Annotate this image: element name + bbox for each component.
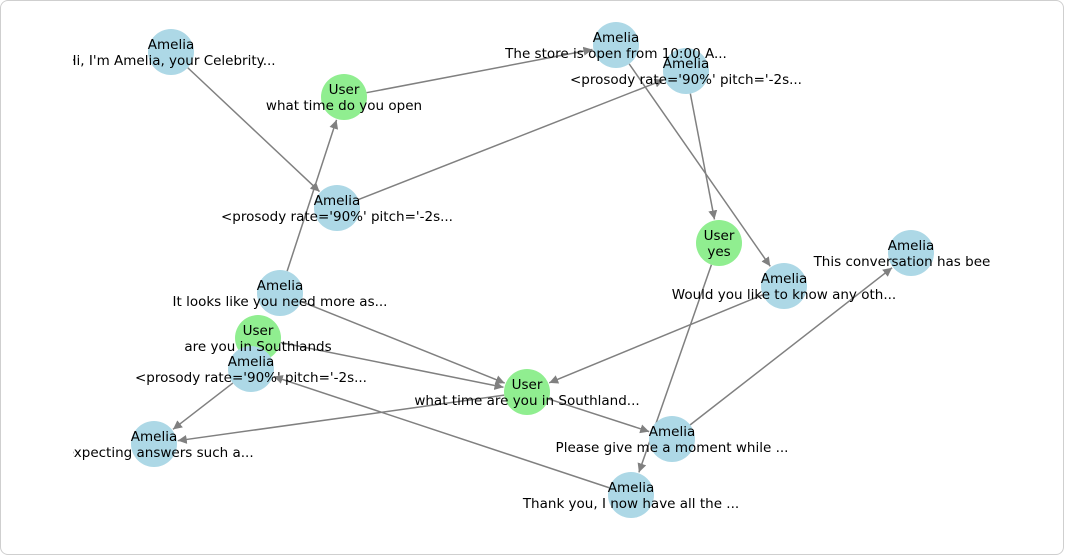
- node-n3: [593, 22, 639, 68]
- node-message-label: what time do you open: [266, 98, 422, 114]
- node-speaker-label: Amelia: [257, 278, 303, 294]
- edge-n11-n13: [172, 382, 234, 430]
- node-layer: [131, 22, 934, 518]
- node-speaker-label: User: [329, 82, 360, 98]
- node-message-label: <prosody rate='90%' pitch='-2s...: [221, 209, 453, 225]
- node-speaker-label: Amelia: [663, 56, 709, 72]
- edge-n14-n7: [689, 267, 893, 426]
- edge-n8-n12: [548, 294, 764, 384]
- edge-n1-n5: [187, 67, 321, 193]
- node-message-label: Hi, I'm Amelia, your Celebrity...: [66, 53, 275, 69]
- node-n1: [148, 29, 194, 75]
- edge-n15-n11: [273, 375, 610, 489]
- node-n13: [131, 421, 177, 467]
- node-message-label: Would you like to know any oth...: [672, 287, 896, 303]
- node-speaker-label: User: [512, 377, 543, 393]
- edge-n9-n2: [286, 119, 339, 272]
- node-n11: [228, 346, 274, 392]
- node-message-label: s expecting answers such a...: [54, 445, 253, 461]
- edge-n10-n12: [280, 341, 504, 390]
- node-message-label: It looks like you need more as...: [173, 294, 388, 310]
- node-speaker-label: User: [243, 323, 274, 339]
- edge-n3-n8: [628, 63, 771, 267]
- node-n2: [321, 74, 367, 120]
- node-n8: [761, 263, 807, 309]
- node-n7: [888, 230, 934, 276]
- node-speaker-label: Amelia: [314, 193, 360, 209]
- edge-n9-n12: [301, 300, 506, 384]
- node-message-label: <prosody rate='90%' pitch='-2s...: [570, 72, 802, 88]
- node-n5: [314, 185, 360, 231]
- node-speaker-label: Amelia: [593, 30, 639, 46]
- node-message-label: Please give me a moment while ...: [556, 440, 789, 456]
- node-speaker-label: Amelia: [148, 37, 194, 53]
- node-n9: [257, 270, 303, 316]
- node-speaker-label: Amelia: [228, 354, 274, 370]
- edge-n4-n6: [689, 93, 718, 220]
- edge-n12-n13: [177, 394, 505, 444]
- node-message-label: what time are you in Southland...: [414, 393, 639, 409]
- node-speaker-label: Amelia: [649, 424, 695, 440]
- node-message-label: This conversation has been (: [813, 254, 1009, 270]
- edge-n5-n4: [358, 78, 664, 201]
- node-speaker-label: Amelia: [131, 429, 177, 445]
- node-n4: [663, 48, 709, 94]
- node-message-label: are you in Southlands: [184, 339, 331, 355]
- node-n15: [608, 472, 654, 518]
- edge-n2-n3: [366, 46, 593, 94]
- node-speaker-label: Amelia: [608, 480, 654, 496]
- node-message-label: Thank you, I now have all the ...: [522, 496, 739, 512]
- node-n12: [504, 369, 550, 415]
- edge-n12-n14: [548, 398, 650, 434]
- node-n6: [696, 220, 742, 266]
- edge-layer: [172, 46, 893, 489]
- node-speaker-label: User: [704, 228, 735, 244]
- node-message-label: The store is open from 10:00 A...: [504, 46, 727, 62]
- node-speaker-label: Amelia: [761, 271, 807, 287]
- node-message-label: yes: [707, 244, 730, 260]
- node-message-label: <prosody rate='90%' pitch='-2s...: [135, 370, 367, 386]
- node-speaker-label: Amelia: [888, 238, 934, 254]
- node-n14: [649, 416, 695, 462]
